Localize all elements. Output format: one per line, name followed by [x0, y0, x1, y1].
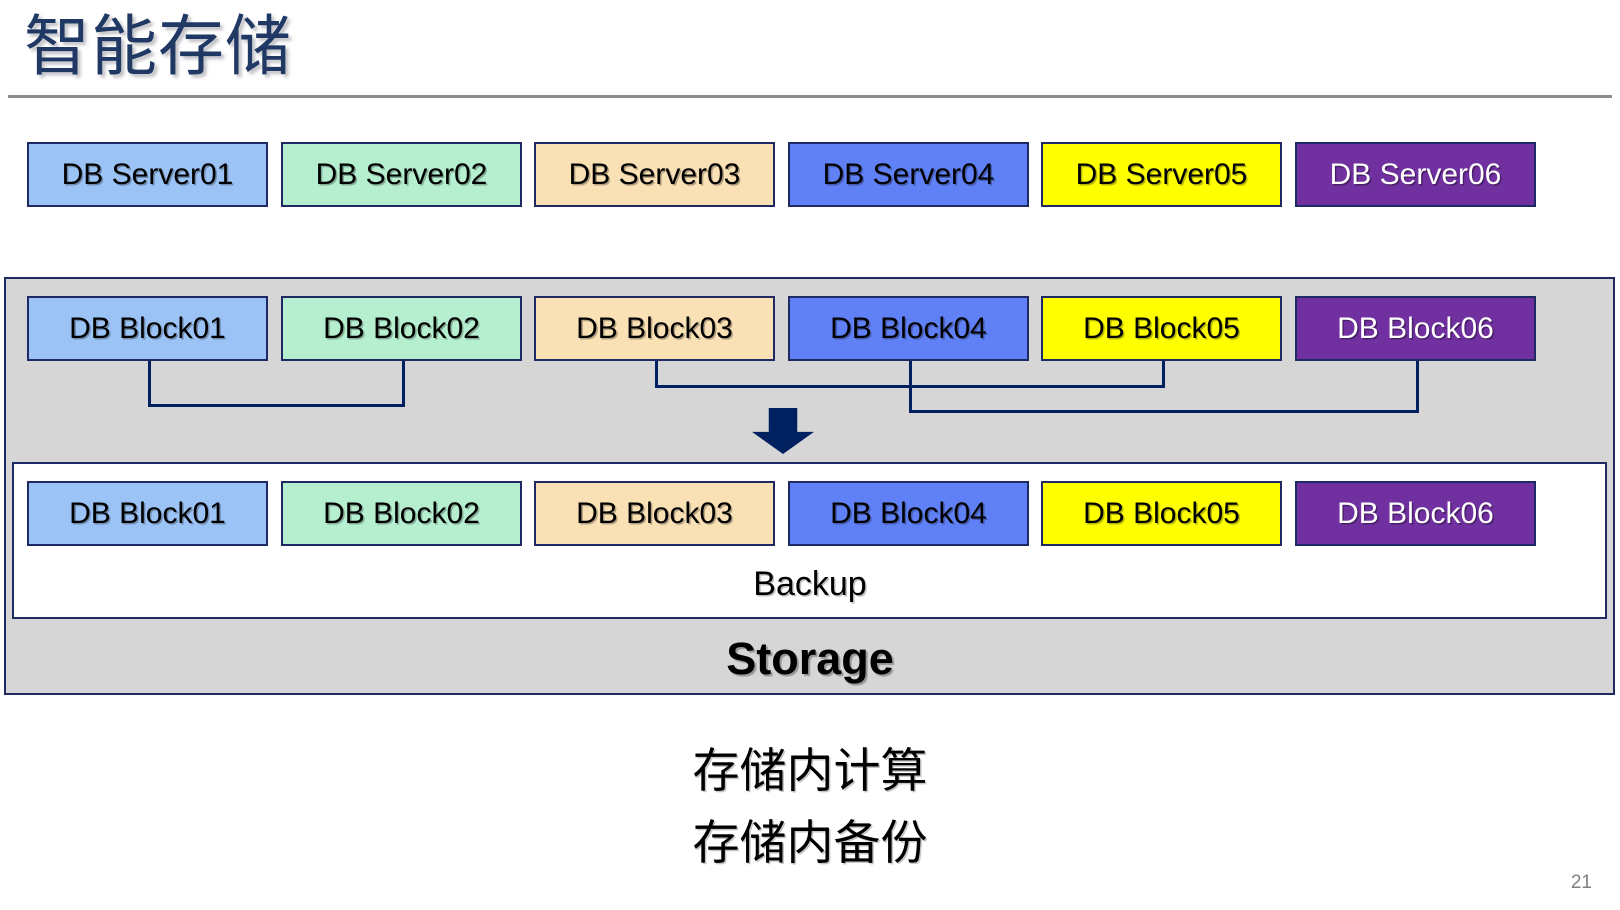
db-server-box-5[interactable]: DB Server05 — [1041, 142, 1282, 207]
title-divider — [8, 95, 1612, 98]
caption-line-1: 存储内计算 — [692, 744, 928, 797]
backup-block-box-1[interactable]: DB Block01 — [27, 481, 268, 546]
connector-block03-to-block05-left-stem — [655, 361, 658, 388]
db-server-box-label: DB Server01 — [61, 157, 234, 191]
caption-block: 存储内计算存储内备份 — [0, 735, 1620, 879]
db-block-box-label: DB Block06 — [1337, 311, 1494, 345]
connector-block01-to-block02-right-stem — [402, 361, 405, 407]
db-block-box-2[interactable]: DB Block02 — [281, 296, 522, 361]
page-number: 21 — [1570, 872, 1592, 893]
connector-block03-to-block05-right-stem — [1162, 361, 1165, 388]
backup-label: Backup — [753, 565, 867, 603]
caption-line-2: 存储内备份 — [692, 816, 928, 869]
backup-block-box-label: DB Block02 — [323, 496, 480, 530]
backup-block-box-label: DB Block06 — [1337, 496, 1494, 530]
db-block-box-label: DB Block01 — [69, 311, 226, 345]
db-server-box-3[interactable]: DB Server03 — [534, 142, 775, 207]
backup-block-box-label: DB Block01 — [69, 496, 226, 530]
backup-block-box-3[interactable]: DB Block03 — [534, 481, 775, 546]
db-server-box-1[interactable]: DB Server01 — [27, 142, 268, 207]
storage-label: Storage — [726, 633, 894, 684]
db-server-box-label: DB Server03 — [568, 157, 741, 191]
backup-block-box-label: DB Block04 — [830, 496, 987, 530]
db-block-box-label: DB Block04 — [830, 311, 987, 345]
connector-block04-to-block06-join — [909, 410, 1419, 413]
db-block-box-3[interactable]: DB Block03 — [534, 296, 775, 361]
db-block-box-label: DB Block02 — [323, 311, 480, 345]
db-block-box-5[interactable]: DB Block05 — [1041, 296, 1282, 361]
db-server-box-label: DB Server02 — [315, 157, 488, 191]
db-block-box-4[interactable]: DB Block04 — [788, 296, 1029, 361]
db-server-box-4[interactable]: DB Server04 — [788, 142, 1029, 207]
backup-block-box-6[interactable]: DB Block06 — [1295, 481, 1536, 546]
db-block-box-6[interactable]: DB Block06 — [1295, 296, 1536, 361]
connector-block01-to-block02-left-stem — [148, 361, 151, 407]
page-title: 智能存储 — [24, 9, 292, 83]
db-server-box-6[interactable]: DB Server06 — [1295, 142, 1536, 207]
connector-block04-to-block06-left-stem — [909, 361, 912, 413]
db-server-box-2[interactable]: DB Server02 — [281, 142, 522, 207]
db-block-box-1[interactable]: DB Block01 — [27, 296, 268, 361]
db-server-box-label: DB Server06 — [1329, 157, 1502, 191]
db-server-box-label: DB Server05 — [1075, 157, 1248, 191]
connector-block01-to-block02-join — [148, 404, 405, 407]
backup-block-box-5[interactable]: DB Block05 — [1041, 481, 1282, 546]
backup-block-box-label: DB Block03 — [576, 496, 733, 530]
backup-block-box-2[interactable]: DB Block02 — [281, 481, 522, 546]
db-block-box-label: DB Block05 — [1083, 311, 1240, 345]
backup-block-box-label: DB Block05 — [1083, 496, 1240, 530]
connector-block04-to-block06-right-stem — [1416, 361, 1419, 413]
db-server-box-label: DB Server04 — [822, 157, 995, 191]
backup-block-box-4[interactable]: DB Block04 — [788, 481, 1029, 546]
db-block-box-label: DB Block03 — [576, 311, 733, 345]
